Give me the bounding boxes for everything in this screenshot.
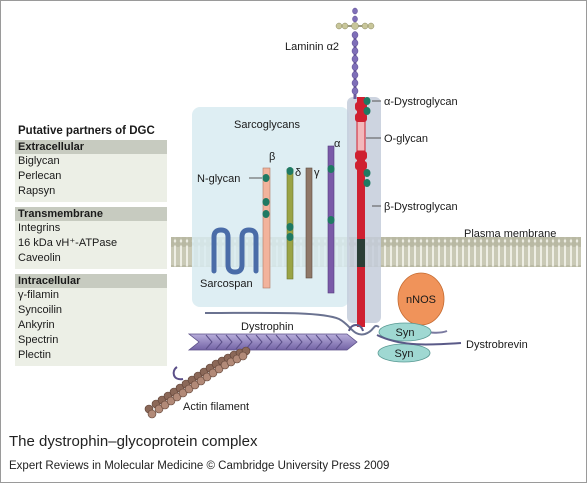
glycan-bead-icon (363, 97, 371, 187)
beta-dystroglycan-label: β-Dystroglycan (384, 201, 458, 213)
partners-group-intracellular: Intracellular γ-filamin Syncoilin Ankyri… (15, 274, 167, 366)
gamma-sarcoglycan-label: γ (314, 167, 320, 179)
actin-filament-label: Actin filament (183, 401, 249, 413)
list-item: Biglycan (18, 155, 60, 167)
laminin-label: Laminin α2 (285, 41, 339, 53)
group-header: Extracellular (15, 140, 167, 154)
sarcospan-label: Sarcospan (200, 278, 253, 290)
syntrophin-label-1: Syn (396, 327, 415, 339)
n-glycan-label: N-glycan (197, 173, 240, 185)
list-item: γ-filamin (18, 289, 59, 301)
list-item: Plectin (18, 349, 52, 361)
list-item: Perlecan (18, 170, 62, 182)
list-item: Spectrin (18, 334, 59, 346)
sarcoglycans-label: Sarcoglycans (234, 119, 301, 131)
syntrophin-label-2: Syn (395, 348, 414, 360)
sarcospan: Sarcospan (200, 227, 259, 290)
o-glycan-label: O-glycan (384, 133, 428, 145)
nnos-label: nNOS (406, 294, 436, 306)
sarcoglycans: Sarcoglycans β δ γ α N-glycan (197, 119, 341, 294)
delta-sarcoglycan-label: δ (295, 167, 301, 179)
list-item: Syncoilin (18, 304, 63, 316)
group-header: Transmembrane (15, 207, 167, 221)
beta-sarcoglycan-label: β (269, 151, 275, 163)
figure-caption: The dystrophin–glycoprotein complex (9, 433, 258, 450)
list-item: Integrins (18, 222, 61, 234)
partners-title: Putative partners of DGC (18, 125, 155, 137)
laminin-alpha2: Laminin α2 (285, 7, 375, 99)
list-item: Caveolin (18, 252, 61, 264)
actin-filament: Actin filament (144, 346, 251, 419)
plasma-membrane-label: Plasma membrane (464, 228, 556, 240)
dystroglycan: α-Dystroglycan O-glycan β-Dystroglycan (355, 96, 458, 327)
figure-credit: Expert Reviews in Molecular Medicine © C… (9, 460, 390, 472)
nnos-syntrophin: nNOS Syn Syn Dystrobrevin (376, 272, 528, 363)
dystrophin-label: Dystrophin (241, 321, 294, 333)
list-item: Rapsyn (18, 185, 56, 197)
alpha-dystroglycan-label: α-Dystroglycan (384, 96, 458, 108)
list-item: 16 kDa vH⁺-ATPase (18, 237, 118, 249)
partners-group-extracellular: Extracellular Biglycan Perlecan Rapsyn (15, 140, 167, 202)
group-header: Intracellular (15, 274, 167, 288)
partners-panel: Putative partners of DGC Extracellular B… (15, 125, 167, 371)
list-item: Ankyrin (18, 319, 55, 331)
dystrophin: Dystrophin (187, 311, 380, 351)
sarcoglycan-box (192, 107, 349, 307)
laminin-bead-icon (351, 7, 359, 95)
partners-group-transmembrane: Transmembrane Integrins 16 kDa vH⁺-ATPas… (15, 207, 167, 269)
alpha-sarcoglycan-label: α (334, 138, 341, 150)
dystrobrevin-label: Dystrobrevin (466, 339, 528, 351)
glycan-bead-icon (262, 165, 335, 241)
